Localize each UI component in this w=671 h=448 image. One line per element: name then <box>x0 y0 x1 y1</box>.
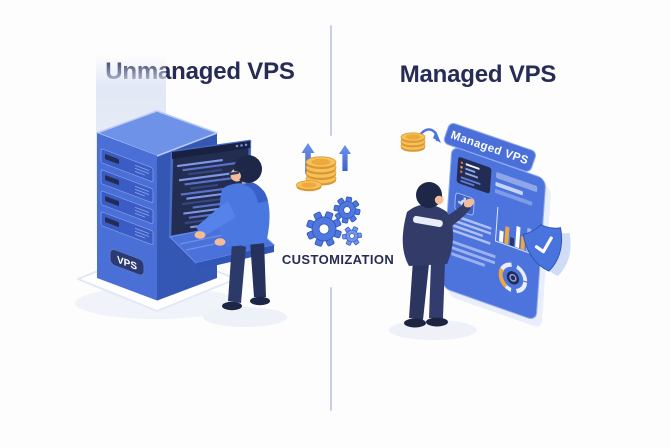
window-dots-icon <box>235 143 248 148</box>
developer-hood <box>244 181 268 203</box>
right-title: Managed VPS <box>399 61 557 88</box>
developer-shadow <box>203 307 287 327</box>
admin-face <box>434 195 444 205</box>
admin-leg <box>409 260 429 320</box>
gear-small <box>342 226 362 246</box>
divider-line-top <box>330 25 332 136</box>
admin-leg <box>429 262 445 318</box>
developer-shoe <box>250 296 270 306</box>
dashboard-rows <box>494 172 538 206</box>
admin-jacket <box>402 204 453 266</box>
gauge-widget <box>498 262 528 294</box>
terminal-card <box>456 157 492 194</box>
up-arrow-icon <box>339 145 351 171</box>
managed-dashboard-panel <box>442 147 551 327</box>
admin-hand <box>463 198 475 208</box>
developer-leg <box>228 243 246 303</box>
server-rack-slots <box>100 148 154 245</box>
gear-medium <box>333 196 361 224</box>
developer-hoodie <box>219 183 270 247</box>
developer-leg <box>250 239 266 297</box>
divider-line-bottom <box>330 287 332 411</box>
server-front-face: VPS <box>97 133 157 301</box>
developer-shoe <box>222 301 242 311</box>
gears-icon <box>306 196 362 247</box>
coins-stack-icon <box>296 156 337 192</box>
shield-check-icon <box>522 224 571 276</box>
developer-hand <box>194 231 206 239</box>
managed-vps-scene: Managed VPS <box>389 122 571 340</box>
developer-typing-figure <box>194 155 287 327</box>
developer-arm <box>196 201 236 237</box>
admin-pointing-figure <box>389 182 477 340</box>
up-arrow-icon <box>301 143 315 174</box>
screen-title-bar <box>172 141 250 159</box>
gear-large <box>306 211 342 247</box>
unmanaged-vps-scene: VPS <box>75 110 287 327</box>
jacket-stripe <box>413 215 443 228</box>
growth-coins-icon <box>296 143 351 192</box>
coins-sync-icon <box>400 128 441 152</box>
admin-shoe <box>404 318 426 328</box>
admin-shoe <box>426 317 448 327</box>
checkmark-icon <box>534 236 553 254</box>
text-lines <box>451 214 496 267</box>
customization-caption: CUSTOMIZATION <box>281 252 395 267</box>
glasses-icon <box>229 171 240 176</box>
admin-arm <box>443 202 471 228</box>
developer-hand <box>214 238 226 246</box>
vps-badge: VPS <box>109 248 145 276</box>
